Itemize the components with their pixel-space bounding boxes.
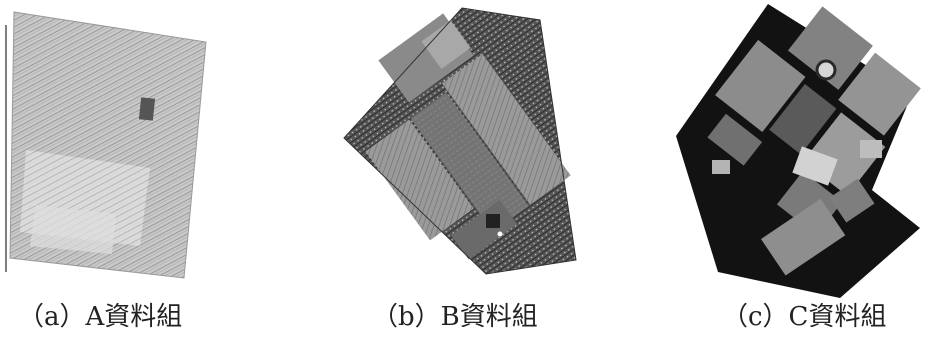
point-cloud-image-a bbox=[0, 0, 222, 280]
point-cloud-image-c bbox=[672, 0, 948, 300]
caption-b: （b）B資料組 bbox=[372, 302, 538, 332]
caption-c: （c）C資料組 bbox=[722, 302, 887, 332]
caption-a: （a）A資料組 bbox=[18, 302, 183, 332]
point-cloud-image-b bbox=[336, 0, 592, 280]
